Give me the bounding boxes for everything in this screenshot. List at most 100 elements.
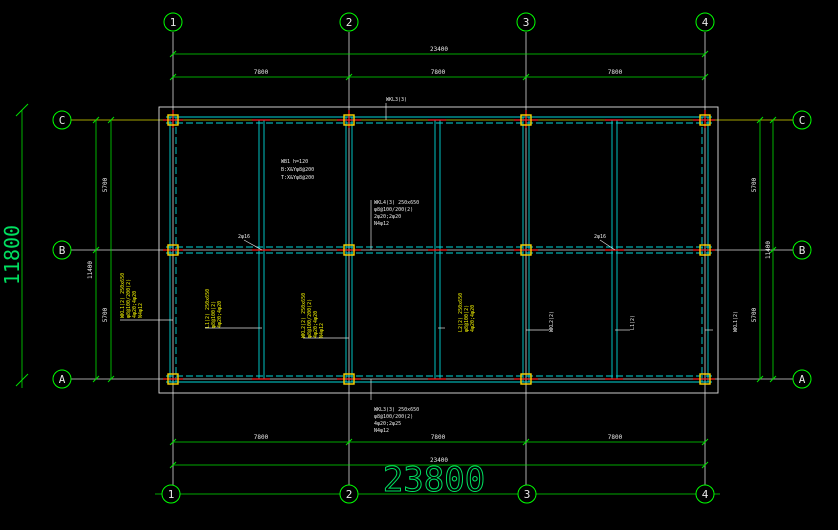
axis-label-b-right: B — [799, 244, 806, 257]
yellow-label-3-line-2: φ8@100/200(2) — [307, 299, 313, 338]
axis-bubble-1-top — [163, 12, 183, 32]
yellow-label-1-line-2: φ8@100/200(2) — [126, 279, 132, 318]
axis-bubble-2-bottom — [339, 484, 359, 504]
yellow-label-4: L2(2) 250x650 φ8@100(2) 4φ20;4φ20 — [458, 293, 476, 332]
column-b3 — [520, 244, 532, 256]
dim-bottom-span-1: 7800 — [254, 434, 269, 441]
beam-tag-top: WKL3(3) — [386, 97, 407, 103]
slab-note: WB1 h=120 B:X&Yφ8@200 T:X&Yφ8@200 — [281, 159, 314, 181]
rebar-note-right: 2φ16 — [594, 234, 606, 240]
yellow-label-2-line-2: φ8@100(2) — [211, 301, 217, 328]
dim-top-span-1: 7800 — [254, 69, 269, 76]
yellow-label-1-line-3: 4φ20;4φ20 — [132, 291, 138, 318]
slab-note-line-1: WB1 h=120 — [281, 159, 308, 165]
axis-bubble-3-top — [516, 12, 536, 32]
axis-bubble-a-left — [52, 369, 72, 389]
axis-bubble-labels: 1 2 3 4 1 2 3 4 C B A C B A — [59, 16, 806, 501]
dim-big-left: 11800 — [0, 225, 24, 285]
yellow-label-3: WKL2(2) 250x650 φ8@100/200(2) 4φ20;4φ20 … — [301, 293, 325, 338]
leader-lines — [120, 103, 713, 400]
dim-bottom-span-2: 7800 — [431, 434, 446, 441]
yellow-label-3-line-4: N4φ12 — [319, 323, 325, 338]
axis-bubble-c-left — [52, 110, 72, 130]
dim-big-bottom: 23800 — [383, 460, 485, 500]
yellow-label-1: WKL1(2) 250x650 φ8@100/200(2) 4φ20;4φ20 … — [120, 273, 144, 318]
column-c4 — [699, 114, 711, 126]
yellow-label-4-line-2: φ8@100(2) — [464, 305, 470, 332]
beam-detail-top-line-1: WKL4(3) 250x650 — [374, 200, 419, 206]
dim-top-span-3: 7800 — [608, 69, 623, 76]
column-c2 — [343, 114, 355, 126]
column-c1 — [167, 114, 179, 126]
dim-right-span-1: 5700 — [751, 177, 758, 192]
axis-label-a-left: A — [59, 373, 66, 386]
beam-detail-top-line-3: 2φ20;2φ20 — [374, 214, 401, 220]
axis-label-1-top: 1 — [170, 16, 177, 29]
axis-label-2-bottom: 2 — [346, 488, 353, 501]
yellow-label-4-line-3: 4φ20;4φ20 — [470, 305, 476, 332]
dim-right-total: 11400 — [765, 241, 772, 259]
dim-left-span-1: 5700 — [102, 177, 109, 192]
white-label-1: WKL2(2) — [549, 311, 555, 332]
column-a2 — [343, 373, 355, 385]
axis-label-2-top: 2 — [346, 16, 353, 29]
axis-label-1-bottom: 1 — [168, 488, 175, 501]
slab-note-line-3: T:X&Yφ8@200 — [281, 175, 314, 181]
beam-detail-bottom-line-1: WKL3(3) 250x650 — [374, 407, 419, 413]
yellow-label-2-line-1: L1(2) 250x650 — [205, 289, 211, 328]
beam-detail-bottom-line-4: N4φ12 — [374, 428, 389, 434]
rebar-note-left: 2φ16 — [238, 234, 250, 240]
dim-left-span-2: 5700 — [102, 307, 109, 322]
dim-left-total: 11400 — [87, 261, 94, 279]
dim-top-span-2: 7800 — [431, 69, 446, 76]
axis-bubble-1-bottom — [161, 484, 181, 504]
axis-bubble-4-top — [695, 12, 715, 32]
dimension-lines — [21, 53, 774, 495]
beam-detail-top-line-4: N4φ12 — [374, 221, 389, 227]
column-b1 — [167, 244, 179, 256]
dim-bottom-span-3: 7800 — [608, 434, 623, 441]
white-label-3: WKL1(2) — [733, 311, 739, 332]
axis-bubble-a-right — [792, 369, 812, 389]
axis-bubbles — [52, 12, 812, 504]
axis-label-c-left: C — [59, 114, 66, 127]
beam-detail-bottom: WKL3(3) 250x650 φ8@100/200(2) 4φ20;2φ25 … — [374, 407, 419, 434]
axis-bubble-b-left — [52, 240, 72, 260]
slab-note-line-2: B:X&Yφ8@200 — [281, 167, 314, 173]
beam-detail-bottom-line-3: 4φ20;2φ25 — [374, 421, 401, 427]
axis-bubble-3-bottom — [517, 484, 537, 504]
column-a1 — [167, 373, 179, 385]
columns — [167, 114, 711, 385]
dim-bottom-total: 23400 — [430, 457, 448, 464]
yellow-label-3-line-1: WKL2(2) 250x650 — [301, 293, 307, 338]
column-a3 — [520, 373, 532, 385]
dim-right-span-2: 5700 — [751, 307, 758, 322]
yellow-label-4-line-1: L2(2) 250x650 — [458, 293, 464, 332]
dim-top-total: 23400 — [430, 46, 448, 53]
yellow-label-3-line-3: 4φ20;4φ20 — [313, 311, 319, 338]
axis-label-4-top: 4 — [702, 16, 709, 29]
axis-label-a-right: A — [799, 373, 806, 386]
dimension-texts: 23400 7800 7800 7800 7800 7800 7800 2340… — [87, 46, 772, 464]
building-outline — [158, 106, 719, 394]
axis-label-c-right: C — [799, 114, 806, 127]
beam-detail-top: WKL4(3) 250x650 φ8@100/200(2) 2φ20;2φ20 … — [374, 200, 419, 227]
axis-bubble-2-top — [339, 12, 359, 32]
column-b2 — [343, 244, 355, 256]
axis-bubble-b-right — [792, 240, 812, 260]
column-c3 — [520, 114, 532, 126]
column-a4 — [699, 373, 711, 385]
axis-bubble-4-bottom — [695, 484, 715, 504]
yellow-label-2-line-3: 4φ20;4φ20 — [217, 301, 223, 328]
axis-bubble-c-right — [792, 110, 812, 130]
column-b4 — [699, 244, 711, 256]
white-label-2: L1(2) — [630, 315, 636, 330]
axis-label-4-bottom: 4 — [702, 488, 709, 501]
axis-label-3-bottom: 3 — [524, 488, 531, 501]
yellow-label-1-line-1: WKL1(2) 250x650 — [120, 273, 126, 318]
axis-label-3-top: 3 — [523, 16, 530, 29]
beam-detail-bottom-line-2: φ8@100/200(2) — [374, 414, 413, 420]
axis-label-b-left: B — [59, 244, 66, 257]
